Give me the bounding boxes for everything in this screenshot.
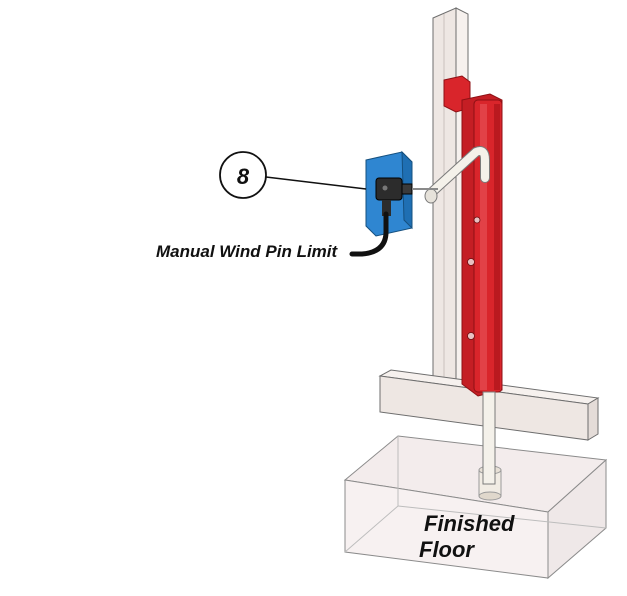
limit-switch-assembly — [349, 150, 438, 257]
manual-wind-pin-limit-label: Manual Wind Pin Limit — [156, 242, 339, 261]
finished-floor-block — [343, 435, 608, 580]
finished-floor-label-line2: Floor — [419, 537, 475, 562]
callout-8: 8 — [219, 151, 367, 199]
manual-wind-pin — [424, 146, 496, 485]
finished-floor-label-line1: Finished — [424, 511, 515, 536]
pin-housing-red — [443, 75, 503, 397]
callout-circle — [219, 151, 267, 199]
callout-number: 8 — [237, 164, 250, 189]
callout-leader-line — [265, 176, 367, 190]
